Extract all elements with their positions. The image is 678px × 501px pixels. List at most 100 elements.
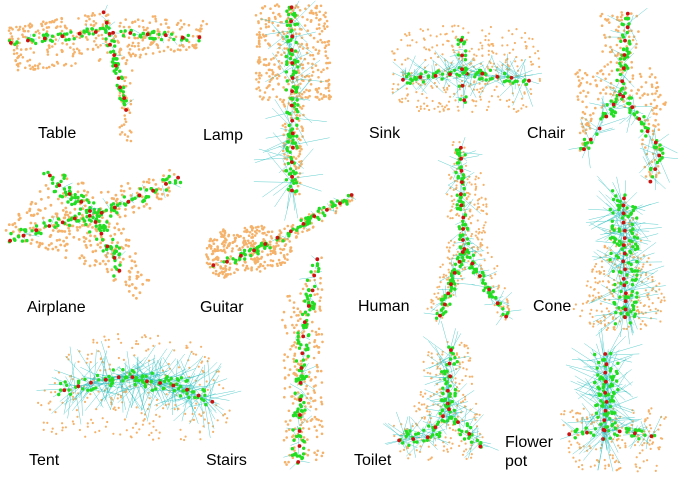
skeleton-point bbox=[464, 49, 467, 52]
skeleton-point bbox=[295, 71, 298, 74]
skeleton-node bbox=[460, 54, 464, 58]
skeleton-point bbox=[294, 178, 297, 181]
surface-point bbox=[152, 426, 154, 428]
skeleton-point bbox=[661, 152, 664, 155]
surface-point bbox=[123, 26, 126, 29]
surface-point bbox=[284, 367, 287, 370]
skeleton-node bbox=[172, 384, 176, 388]
skeleton-node bbox=[43, 37, 47, 41]
surface-point bbox=[115, 409, 117, 411]
skeleton-point bbox=[465, 68, 468, 71]
skeleton-node bbox=[622, 197, 626, 201]
surface-point bbox=[487, 44, 489, 46]
surface-point bbox=[50, 242, 53, 245]
surface-point bbox=[252, 240, 255, 243]
skeleton-point bbox=[583, 138, 586, 141]
skeleton-node bbox=[461, 238, 465, 242]
surface-point bbox=[83, 236, 86, 239]
surface-point bbox=[45, 184, 48, 187]
skeleton-point bbox=[635, 111, 638, 114]
surface-point bbox=[29, 208, 32, 211]
surface-point bbox=[639, 97, 642, 100]
shape-chair bbox=[569, 8, 678, 190]
skeleton-point bbox=[34, 42, 37, 45]
surface-point bbox=[607, 327, 609, 329]
skeleton-point bbox=[424, 70, 427, 73]
surface-point bbox=[113, 226, 116, 229]
surface-point bbox=[258, 77, 261, 80]
surface-point bbox=[284, 76, 287, 79]
surface-point bbox=[220, 235, 223, 238]
skeleton-node bbox=[604, 115, 608, 119]
surface-point bbox=[307, 29, 310, 32]
surface-point bbox=[95, 37, 98, 40]
surface-point bbox=[593, 289, 595, 291]
skeleton-node bbox=[527, 79, 531, 83]
skeleton-node bbox=[239, 254, 243, 258]
surface-point bbox=[455, 184, 457, 186]
surface-point bbox=[495, 53, 497, 55]
skeleton-point bbox=[632, 308, 635, 311]
surface-point bbox=[336, 207, 339, 210]
surface-point bbox=[250, 236, 253, 239]
surface-point bbox=[104, 263, 107, 266]
surface-point bbox=[65, 426, 67, 428]
surface-point bbox=[246, 230, 249, 233]
surface-point bbox=[116, 241, 119, 244]
surface-point bbox=[136, 275, 139, 278]
surface-point bbox=[133, 37, 136, 40]
skeleton-point bbox=[124, 29, 127, 32]
surface-point bbox=[277, 43, 280, 46]
skeleton-node bbox=[621, 95, 625, 99]
skeleton-point bbox=[285, 70, 288, 73]
surface-point bbox=[63, 217, 66, 220]
surface-point bbox=[223, 276, 226, 279]
skeleton-point bbox=[134, 383, 137, 386]
skeleton-point bbox=[67, 388, 70, 391]
surface-point bbox=[648, 306, 650, 308]
surface-point bbox=[484, 259, 486, 261]
surface-point bbox=[15, 226, 18, 229]
skeleton-point bbox=[193, 396, 196, 399]
surface-point bbox=[312, 71, 315, 74]
surface-point bbox=[301, 74, 304, 77]
surface-point bbox=[93, 20, 96, 23]
surface-point bbox=[90, 419, 92, 421]
skeleton-point bbox=[615, 97, 618, 100]
surface-point bbox=[131, 69, 134, 72]
surface-point bbox=[272, 260, 275, 263]
skeleton-point bbox=[62, 174, 65, 177]
skeleton-point bbox=[99, 27, 102, 30]
surface-point bbox=[255, 78, 258, 81]
skeleton-point bbox=[506, 75, 509, 78]
surface-point bbox=[437, 292, 439, 294]
skeleton-point bbox=[484, 286, 487, 289]
skeleton-node bbox=[290, 89, 294, 93]
skeleton-point bbox=[449, 289, 452, 292]
surface-point bbox=[237, 269, 240, 272]
surface-point bbox=[577, 98, 580, 101]
surface-point bbox=[275, 96, 278, 99]
surface-point bbox=[453, 163, 455, 165]
surface-point bbox=[13, 53, 16, 56]
surface-point bbox=[65, 211, 68, 214]
surface-point bbox=[594, 79, 597, 82]
surface-point bbox=[216, 247, 219, 250]
surface-point bbox=[81, 214, 84, 217]
surface-point bbox=[274, 5, 277, 8]
surface-point bbox=[658, 282, 660, 284]
surface-point bbox=[85, 194, 88, 197]
skeleton-point bbox=[458, 227, 461, 230]
surface-point bbox=[461, 95, 463, 97]
surface-point bbox=[124, 418, 126, 420]
surface-point bbox=[259, 270, 262, 273]
skeleton-point bbox=[440, 77, 443, 80]
skeleton-node bbox=[89, 381, 93, 385]
skeleton-point bbox=[96, 374, 99, 377]
skeleton-point bbox=[84, 223, 87, 226]
surface-point bbox=[300, 125, 303, 128]
skeleton-point bbox=[287, 162, 290, 165]
surface-point bbox=[255, 88, 258, 91]
skeleton-point bbox=[633, 315, 636, 318]
surface-point bbox=[132, 42, 135, 45]
